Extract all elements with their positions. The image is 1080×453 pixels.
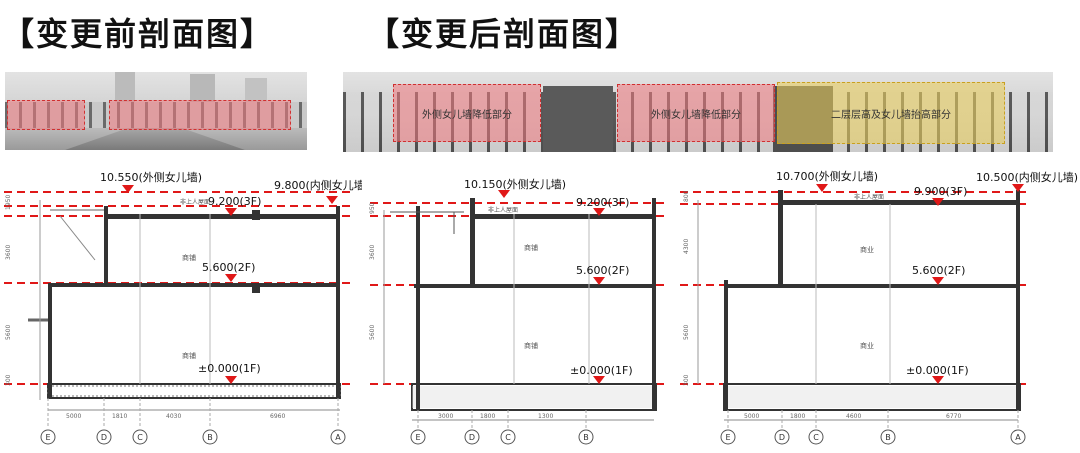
dim-label: 300: [683, 374, 690, 386]
axis-label: C: [813, 433, 819, 442]
level-label: ±0.000(1F): [906, 364, 969, 377]
axis-label: A: [335, 433, 341, 442]
room-label: 商铺: [524, 341, 538, 350]
axis-label: A: [1015, 433, 1021, 442]
axis-label: C: [505, 433, 511, 442]
level-label: 5.600(2F): [912, 264, 965, 277]
axis-label: D: [101, 433, 107, 442]
level-label: 10.550(外侧女儿墙): [100, 170, 202, 184]
dim-label: 950: [369, 202, 376, 214]
axis-label: C: [137, 433, 143, 442]
level-label: 9.200(3F): [208, 195, 261, 208]
axis-label: B: [885, 433, 891, 442]
dim-label: 1950: [5, 195, 12, 210]
level-label: ±0.000(1F): [570, 364, 633, 377]
axis-label: B: [583, 433, 589, 442]
level-label: 10.700(外侧女儿墙): [776, 170, 878, 183]
dim-label: 800: [683, 190, 690, 202]
dim-label: 4300: [683, 239, 690, 254]
dim-label: 3000: [438, 413, 453, 420]
axis-label: D: [469, 433, 475, 442]
level-label: ±0.000(1F): [198, 362, 261, 375]
room-label: 商铺: [182, 253, 196, 262]
dim-label: 3600: [5, 245, 12, 260]
dim-label: 6960: [270, 413, 285, 420]
level-label: 9.900(3F): [914, 185, 967, 198]
dim-label: 5600: [683, 325, 690, 340]
level-label: 9.800(内侧女儿墙): [274, 178, 362, 192]
axis-label: B: [207, 433, 213, 442]
title-after: 【变更后剖面图】: [367, 15, 640, 53]
axis-label: E: [415, 433, 420, 442]
level-label: 5.600(2F): [202, 261, 255, 274]
room-label: 商铺: [524, 243, 538, 252]
room-label: 商铺: [182, 351, 196, 360]
dim-label: 1800: [790, 413, 805, 420]
level-label: 10.500(内侧女儿墙): [976, 170, 1078, 184]
dim-label: 4600: [846, 413, 861, 420]
section-before: 10.550(外侧女儿墙) 9.800(内侧女儿墙) 9.200(3F) 5.6…: [4, 170, 362, 445]
highlight-before-2: [109, 100, 291, 130]
level-label: 9.200(3F): [576, 196, 629, 209]
highlight-after-3: 二层层高及女儿墙抬高部分: [777, 82, 1005, 144]
dim-label: 1300: [538, 413, 553, 420]
dim-label: 5600: [5, 325, 12, 340]
axis-label: E: [45, 433, 50, 442]
highlight-before-1: [7, 100, 85, 130]
highlight-after-1: 外侧女儿墙降低部分: [393, 84, 541, 142]
dim-label: 4030: [166, 413, 181, 420]
axis-label: D: [779, 433, 785, 442]
dim-label: 5000: [744, 413, 759, 420]
dim-label: 1800: [480, 413, 495, 420]
photo-before: [5, 72, 307, 150]
axis-label: E: [725, 433, 730, 442]
room-label: 商业: [860, 245, 874, 254]
roof-note: 非上人屋面: [854, 193, 884, 201]
level-label: 5.600(2F): [576, 264, 629, 277]
dim-label: 3600: [369, 245, 376, 260]
roof-note: 非上人屋面: [488, 206, 518, 214]
dim-label: 6770: [946, 413, 961, 420]
section-after-middle: 10.150(外侧女儿墙) 9.200(3F) 5.600(2F) ±0.000…: [369, 177, 666, 445]
title-before: 【变更前剖面图】: [2, 15, 275, 53]
highlight-after-2: 外侧女儿墙降低部分: [617, 84, 775, 142]
dim-label: 5000: [66, 413, 81, 420]
dim-label: 1810: [112, 413, 127, 420]
dim-label: 5600: [369, 325, 376, 340]
dim-label: 300: [5, 374, 12, 386]
roof-note: 非上人屋面: [180, 198, 210, 206]
photo-after: 外侧女儿墙降低部分 外侧女儿墙降低部分 二层层高及女儿墙抬高部分: [343, 72, 1053, 152]
section-after-right: 10.700(外侧女儿墙) 10.500(内侧女儿墙) 9.900(3F) 5.…: [680, 170, 1078, 445]
level-label: 10.150(外侧女儿墙): [464, 177, 566, 191]
room-label: 商业: [860, 341, 874, 350]
